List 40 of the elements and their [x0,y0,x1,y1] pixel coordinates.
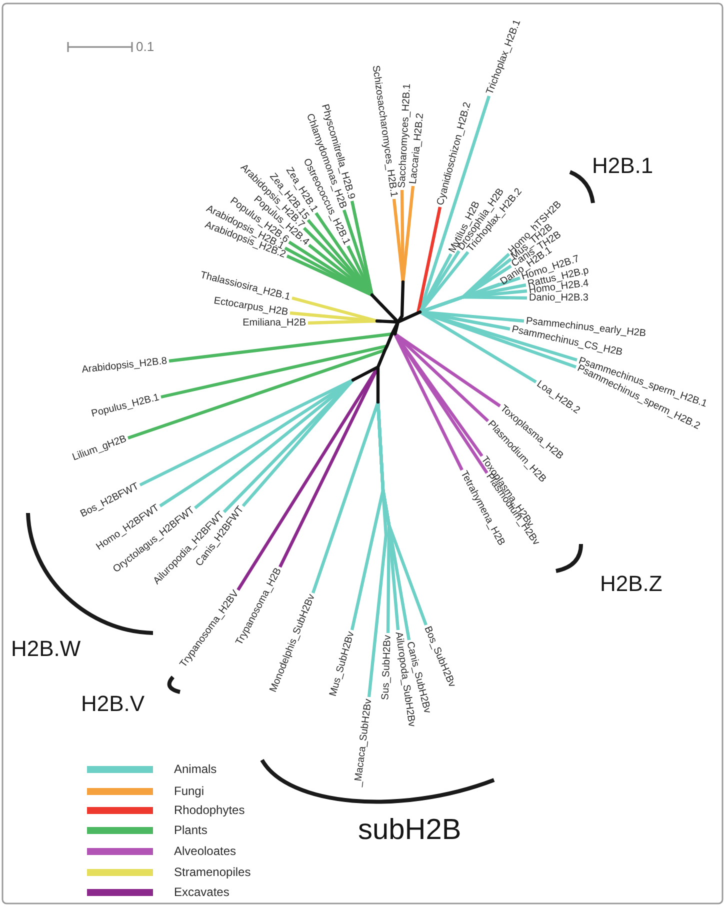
legend-label: Plants [174,823,208,837]
branch-line [159,378,354,508]
taxon-label: Emiliana_H2B [242,318,306,328]
scale-value: 0.1 [136,39,154,54]
legend-label: Excavates [174,885,230,899]
branch-line [394,333,464,471]
taxon-label: Sus_SubH2Bv [380,634,394,700]
branch-line [286,254,373,296]
branch-line [311,401,380,594]
branch-line [308,319,378,325]
branch-line [376,402,428,626]
branch-line [418,250,460,313]
branch-line [290,311,378,323]
branch-line [401,186,415,282]
clade-label: H2B.W [11,637,81,661]
clade-label: subH2B [358,818,462,842]
taxon-label: Danio_H2B.3 [529,292,588,304]
taxon-label: Arabidopsis_H2B.8 [81,356,168,376]
branch-line [168,332,392,363]
branch-line [418,251,470,313]
legend-label: Rhodophytes [174,803,245,817]
clade-label: H2B.1 [592,154,654,178]
taxon-label: _Macaca_SubH2Bv [352,698,374,788]
branch-line [394,333,484,457]
legend-label: Fungi [174,784,204,798]
branch-line [394,332,501,408]
branch-line [308,244,373,296]
legend-label: Animals [174,762,217,776]
tree-backbone [351,280,422,404]
legend-label: Stramenopiles [174,865,251,879]
clade-label: H2B.Z [600,572,662,596]
legend-label: Alveoloates [174,844,236,858]
branch-line [419,310,537,384]
branch-line [160,344,388,399]
branch-line [416,206,442,314]
branch-line [242,378,354,508]
branch-line [127,348,386,440]
branch-line [350,200,374,296]
branch-line [342,210,374,296]
clade-label: H2B.V [81,692,145,716]
